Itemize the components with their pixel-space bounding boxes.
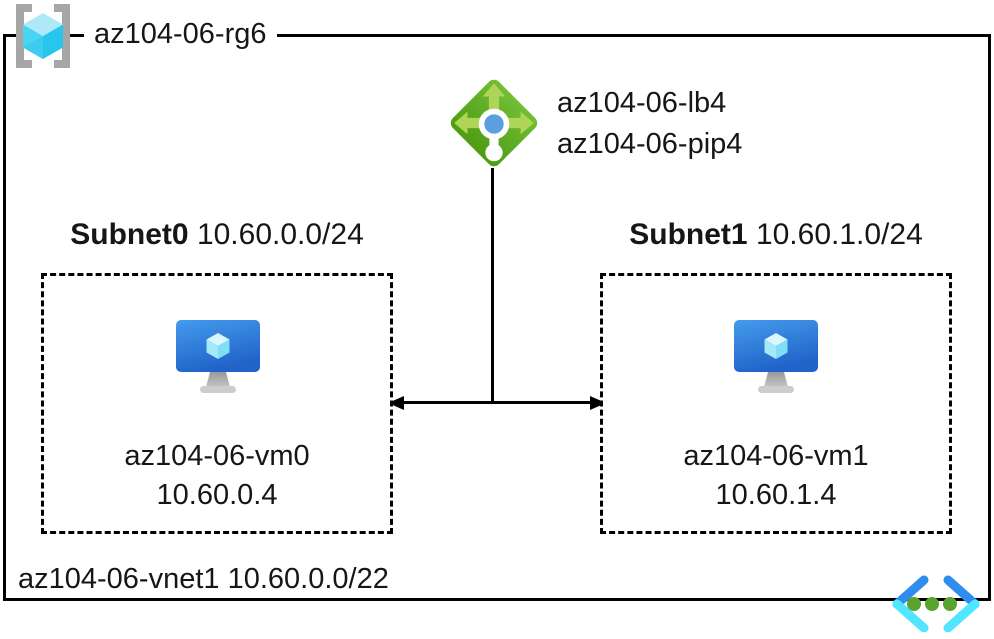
load-balancer-icon: [450, 79, 538, 167]
vm-ip: 10.60.0.4: [156, 479, 278, 511]
subnet-cidr: 10.60.0.0/24: [196, 218, 364, 251]
vm1-label: az104-06-vm1 10.60.1.4: [600, 437, 952, 515]
vm0-label: az104-06-vm0 10.60.0.4: [41, 437, 393, 515]
subnet1-label: Subnet1 10.60.1.0/24: [600, 218, 952, 252]
subnet-connector-line: [399, 401, 595, 404]
lb-connector-line: [491, 168, 494, 404]
load-balancer-name: az104-06-lb4: [557, 87, 727, 119]
virtual-network-icon: [892, 575, 980, 632]
vnet-label: az104-06-vnet1 10.60.0.0/22: [18, 563, 389, 596]
load-balancer-label: az104-06-lb4 az104-06-pip4: [557, 83, 742, 165]
vm-ip: 10.60.1.4: [715, 479, 837, 511]
virtual-machine-icon: [734, 320, 818, 393]
subnet1-box: [600, 273, 952, 534]
virtual-machine-icon: [176, 320, 260, 393]
subnet0-label: Subnet0 10.60.0.0/24: [41, 218, 393, 252]
vnet-name: az104-06-vnet1: [18, 563, 220, 595]
subnet0-box: [41, 273, 393, 534]
subnet-name: Subnet1: [629, 218, 748, 251]
resource-group-box: [3, 34, 991, 601]
public-ip-name: az104-06-pip4: [557, 128, 743, 160]
subnet-name: Subnet0: [70, 218, 189, 251]
resource-group-icon: [16, 4, 70, 68]
resource-group-label: az104-06-rg6: [84, 15, 277, 53]
subnet-cidr: 10.60.1.0/24: [755, 218, 923, 251]
vm-name: az104-06-vm0: [124, 440, 310, 472]
vm-name: az104-06-vm1: [683, 440, 869, 472]
vnet-cidr: 10.60.0.0/22: [227, 563, 389, 595]
